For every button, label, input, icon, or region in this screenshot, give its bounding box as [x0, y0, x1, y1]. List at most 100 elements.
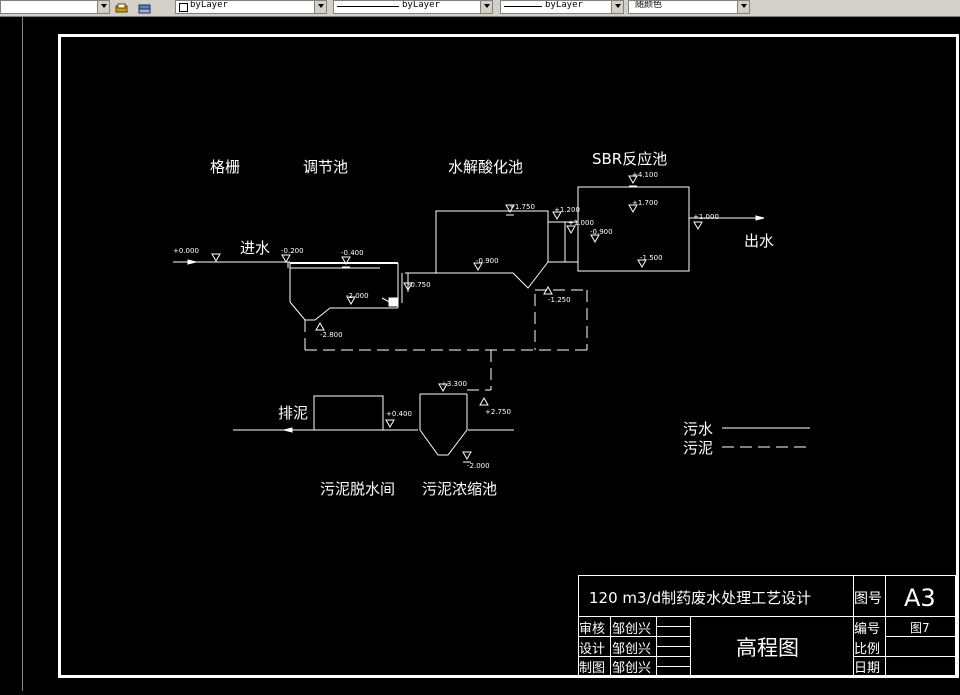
elev-mark: [341, 256, 351, 268]
elevation-drawing: 格栅 调节池 水解酸化池 SBR反应池 进水 出水 排泥 污泥脱水间 污泥浓缩池…: [58, 34, 959, 678]
chevron-down-icon[interactable]: [611, 1, 623, 13]
layer-tools-icon: [115, 3, 128, 13]
layer-tools-icon[interactable]: [115, 0, 129, 13]
elev-pipe-to-hydro: -0.750: [408, 281, 431, 289]
lineweight-combo-value: byLayer: [545, 0, 583, 10]
plotstyle-combo-value: 随颜色: [635, 0, 663, 10]
elev-sbr-outlet: +1.000: [693, 213, 719, 221]
elev-hydro-water: +1.750: [509, 203, 535, 211]
elev-hydro-bottom: -1.250: [548, 296, 571, 304]
legend: 污水 污泥: [683, 420, 810, 457]
elev-mark: [552, 211, 562, 221]
elev-mark: [543, 285, 553, 295]
linetype-combo-value: byLayer: [402, 0, 440, 10]
elev-mark: [693, 221, 703, 231]
drafter-name: 邹创兴: [612, 660, 651, 676]
label-sbr-tank: SBR反应池: [592, 150, 667, 168]
elev-dewater: +0.400: [386, 410, 412, 418]
toolbar-left-combo[interactable]: [0, 0, 110, 14]
sludge-thickener: [419, 393, 468, 456]
label-hydrolysis-tank: 水解酸化池: [448, 158, 523, 176]
color-swatch: [179, 3, 188, 12]
lineweight-preview: [504, 6, 542, 7]
chevron-down-icon[interactable]: [737, 1, 749, 13]
linetype-preview: [337, 6, 399, 7]
elev-mark: [473, 262, 483, 272]
label-sludge-thickener: 污泥浓缩池: [422, 480, 497, 498]
sludge-dewatering-room: [313, 395, 384, 431]
layer-states-icon: [138, 4, 151, 14]
elev-thickener-inlet: +2.750: [485, 408, 511, 416]
elev-mark: [479, 396, 489, 406]
elev-mark: [281, 254, 291, 264]
drawing-frame: [58, 34, 959, 678]
elev-mark: [637, 259, 647, 269]
number-value: 图7: [910, 621, 930, 635]
left-dock-strip: [0, 17, 23, 691]
elev-reg-inlet: -0.200: [281, 247, 304, 255]
elev-sbr-feed-1: +1.200: [554, 206, 580, 214]
legend-sewage: 污水: [683, 420, 713, 438]
color-combo[interactable]: byLayer: [175, 0, 327, 14]
elev-reg-pump: -2.000: [346, 292, 369, 300]
legend-sludge: 污泥: [683, 439, 713, 457]
chevron-down-icon[interactable]: [314, 1, 326, 13]
project-title: 120 m3/d制药废水处理工艺设计: [589, 589, 811, 607]
scale-label: 比例: [854, 642, 880, 657]
chevron-down-icon[interactable]: [97, 1, 109, 13]
elev-hydro-inner: -0.900: [476, 257, 499, 265]
sludge-lines: [304, 289, 588, 391]
elev-mark: [403, 282, 413, 292]
drawing-name: 高程图: [736, 636, 799, 660]
lineweight-combo[interactable]: byLayer: [500, 0, 624, 14]
elev-thickener-bottom: -2.000: [467, 462, 490, 470]
color-combo-value: byLayer: [190, 0, 228, 10]
design-label: 设计: [579, 642, 605, 657]
elev-sbr-upper: +1.700: [632, 199, 658, 207]
elev-thickener-top: +3.300: [441, 380, 467, 388]
elev-sbr-top: +4.100: [632, 171, 658, 179]
elev-reg-water: -0.400: [341, 249, 364, 257]
chevron-down-icon[interactable]: [480, 1, 492, 13]
title-block: [578, 575, 956, 676]
elev-mark: [385, 419, 395, 429]
elev-sbr-bottom: -1.500: [640, 254, 663, 262]
properties-toolbar: byLayer byLayer byLayer 随颜色: [0, 0, 960, 17]
sbr-tank: [577, 186, 690, 272]
date-label: 日期: [854, 661, 880, 676]
review-label: 审核: [579, 622, 605, 637]
label-sludge-dewatering: 污泥脱水间: [320, 480, 395, 498]
number-label: 编号: [854, 622, 880, 637]
plotstyle-combo[interactable]: 随颜色: [628, 0, 750, 14]
hydrolysis-tank: [435, 210, 549, 289]
regulating-tank: [289, 262, 399, 321]
flow-arrows: [187, 215, 765, 433]
draw-label: 制图: [579, 661, 605, 676]
label-outlet: 出水: [744, 232, 774, 250]
elev-mark: [505, 204, 515, 216]
elev-sbr-feed-2: +1.000: [568, 219, 594, 227]
reviewer-name: 邹创兴: [612, 621, 651, 637]
elev-mark: [211, 253, 221, 263]
label-sludge-out: 排泥: [278, 404, 308, 422]
pump-pipe: [401, 273, 409, 303]
elev-mark: [628, 175, 638, 187]
elev-mark: [438, 383, 448, 395]
elev-mark: [315, 321, 325, 331]
elev-mark: [566, 225, 576, 235]
label-regulating-tank: 调节池: [303, 158, 348, 176]
drawing-canvas[interactable]: 格栅 调节池 水解酸化池 SBR反应池 进水 出水 排泥 污泥脱水间 污泥浓缩池…: [23, 17, 960, 691]
elev-mark: [628, 204, 638, 214]
linetype-combo[interactable]: byLayer: [333, 0, 493, 14]
sheet-size: A3: [904, 584, 936, 612]
elev-sbr-feed-3: -0.900: [590, 228, 613, 236]
elev-mark: [346, 296, 356, 306]
elev-mark: [590, 234, 600, 244]
elev-mark: [462, 451, 472, 463]
layer-states-icon[interactable]: [138, 0, 152, 14]
drawing-no-label: 图号: [854, 591, 882, 607]
designer-name: 邹创兴: [612, 641, 651, 657]
label-grille: 格栅: [210, 158, 240, 176]
elevation-markers: [211, 175, 703, 463]
elev-inlet-level: +0.000: [173, 247, 199, 255]
